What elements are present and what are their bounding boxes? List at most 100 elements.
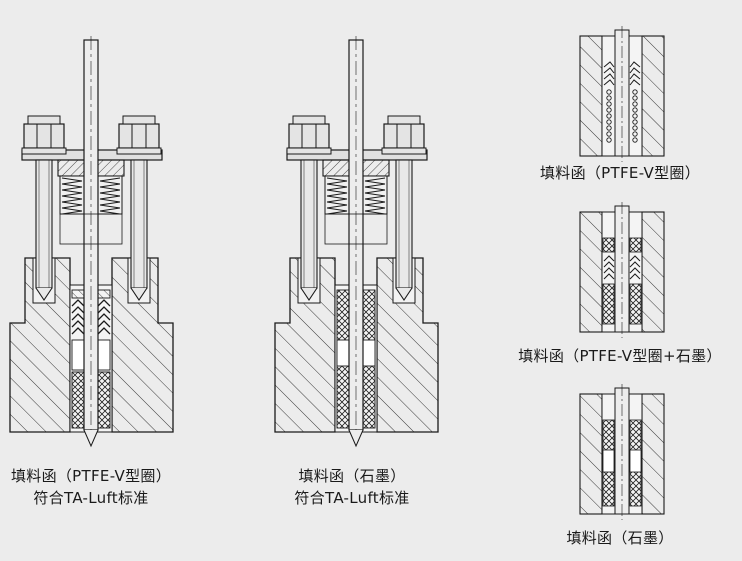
caption-line: 填料函（PTFE-V型圈+石墨） — [518, 347, 722, 365]
spring-coil — [61, 207, 83, 215]
spring-coil — [99, 195, 121, 203]
v-ring — [97, 306, 111, 314]
caption-line: 填料函（PTFE-V型圈） — [539, 164, 700, 182]
spring-coil — [61, 177, 83, 185]
v-ring — [71, 320, 85, 328]
spacer — [629, 449, 642, 473]
v-ring — [97, 299, 111, 307]
v-ring — [71, 327, 85, 335]
caption-detail-ptfe-v-ring: 填料函（PTFE-V型圈） — [520, 162, 720, 184]
stud-tip — [300, 287, 318, 301]
v-ring — [603, 255, 615, 262]
detail-ptfe-v-ring-graphite — [579, 202, 665, 338]
stem-tip — [348, 429, 364, 448]
v-ring — [629, 255, 641, 262]
stud-end — [387, 115, 421, 125]
assembly-graphite — [274, 36, 439, 448]
spring-coil — [326, 183, 348, 191]
packing-lower — [71, 371, 85, 429]
hex-nut — [23, 123, 65, 149]
stud-bolt — [395, 159, 413, 289]
v-ring — [629, 79, 641, 86]
graphite-ring — [629, 283, 642, 325]
spring-coil — [99, 177, 121, 185]
stud-tip — [130, 287, 148, 301]
spring-coil-section — [632, 107, 638, 113]
detail-ptfe-v-ring — [579, 26, 665, 162]
v-ring — [97, 327, 111, 335]
v-ring — [629, 261, 641, 268]
detail-graphite — [579, 384, 665, 520]
v-ring — [603, 267, 615, 274]
lantern-ring — [362, 339, 376, 367]
packing-lower — [97, 371, 111, 429]
graphite-ring — [629, 237, 642, 253]
graphite-ring — [602, 283, 615, 325]
caption-ptfe-v-ring-assembly: 填料函（PTFE-V型圈） 符合TA-Luft标准 — [0, 465, 182, 509]
spring-coil — [61, 189, 83, 197]
spring-coil-section — [606, 107, 612, 113]
caption-detail-graphite: 填料函（石墨） — [535, 527, 705, 549]
spring-coil — [61, 183, 83, 191]
v-ring — [629, 67, 641, 74]
lantern-ring — [336, 339, 350, 367]
caption-line-1: 填料函（石墨） — [298, 467, 406, 485]
washer — [381, 147, 427, 155]
spring-coil — [364, 201, 386, 209]
stud-bolt — [130, 159, 148, 289]
spring-coil — [99, 189, 121, 197]
caption-line-2: 符合TA-Luft标准 — [294, 489, 410, 507]
packing-adapter — [97, 289, 111, 299]
stud-bolt — [35, 159, 53, 289]
hex-nut — [288, 123, 330, 149]
caption-detail-ptfe-v-ring-graphite: 填料函（PTFE-V型圈+石墨） — [498, 345, 742, 367]
spring-coil — [326, 207, 348, 215]
stem-tip — [83, 429, 99, 448]
housing-left — [579, 35, 603, 157]
spring-coil-section — [606, 101, 612, 107]
washer — [116, 147, 162, 155]
housing-right — [641, 393, 665, 515]
spring-coil-section — [632, 119, 638, 125]
packing-adapter — [71, 289, 85, 299]
gland-sleeve — [59, 213, 123, 245]
v-ring — [629, 267, 641, 274]
stud-end — [122, 115, 156, 125]
housing-right — [641, 35, 665, 157]
spring-coil — [99, 183, 121, 191]
caption-line-2: 符合TA-Luft标准 — [33, 489, 149, 507]
spring-coil — [61, 201, 83, 209]
v-ring — [71, 299, 85, 307]
spring-coil-section — [632, 101, 638, 107]
spring-coil — [364, 207, 386, 215]
spring-coil-section — [632, 131, 638, 137]
v-ring — [603, 73, 615, 80]
spring-coil — [326, 177, 348, 185]
housing-right — [641, 211, 665, 333]
stud-end — [292, 115, 326, 125]
spring-coil-section — [632, 137, 638, 143]
v-ring — [97, 313, 111, 321]
spring-coil — [99, 207, 121, 215]
washer — [286, 147, 332, 155]
v-ring — [603, 261, 615, 268]
spring-coil — [326, 195, 348, 203]
spring-coil-section — [632, 125, 638, 131]
spring-coil — [99, 201, 121, 209]
spacer — [71, 339, 85, 371]
caption-line-1: 填料函（PTFE-V型圈） — [10, 467, 171, 485]
spring-coil-section — [606, 113, 612, 119]
spring-coil — [61, 195, 83, 203]
spring-coil — [364, 189, 386, 197]
spring-coil-section — [606, 89, 612, 95]
spring-coil-section — [606, 119, 612, 125]
stud-tip — [395, 287, 413, 301]
gland-sleeve — [324, 213, 388, 245]
v-ring — [603, 61, 615, 68]
stud-end — [27, 115, 61, 125]
v-ring — [629, 273, 641, 280]
spring-coil-section — [606, 131, 612, 137]
spring-coil-section — [606, 137, 612, 143]
